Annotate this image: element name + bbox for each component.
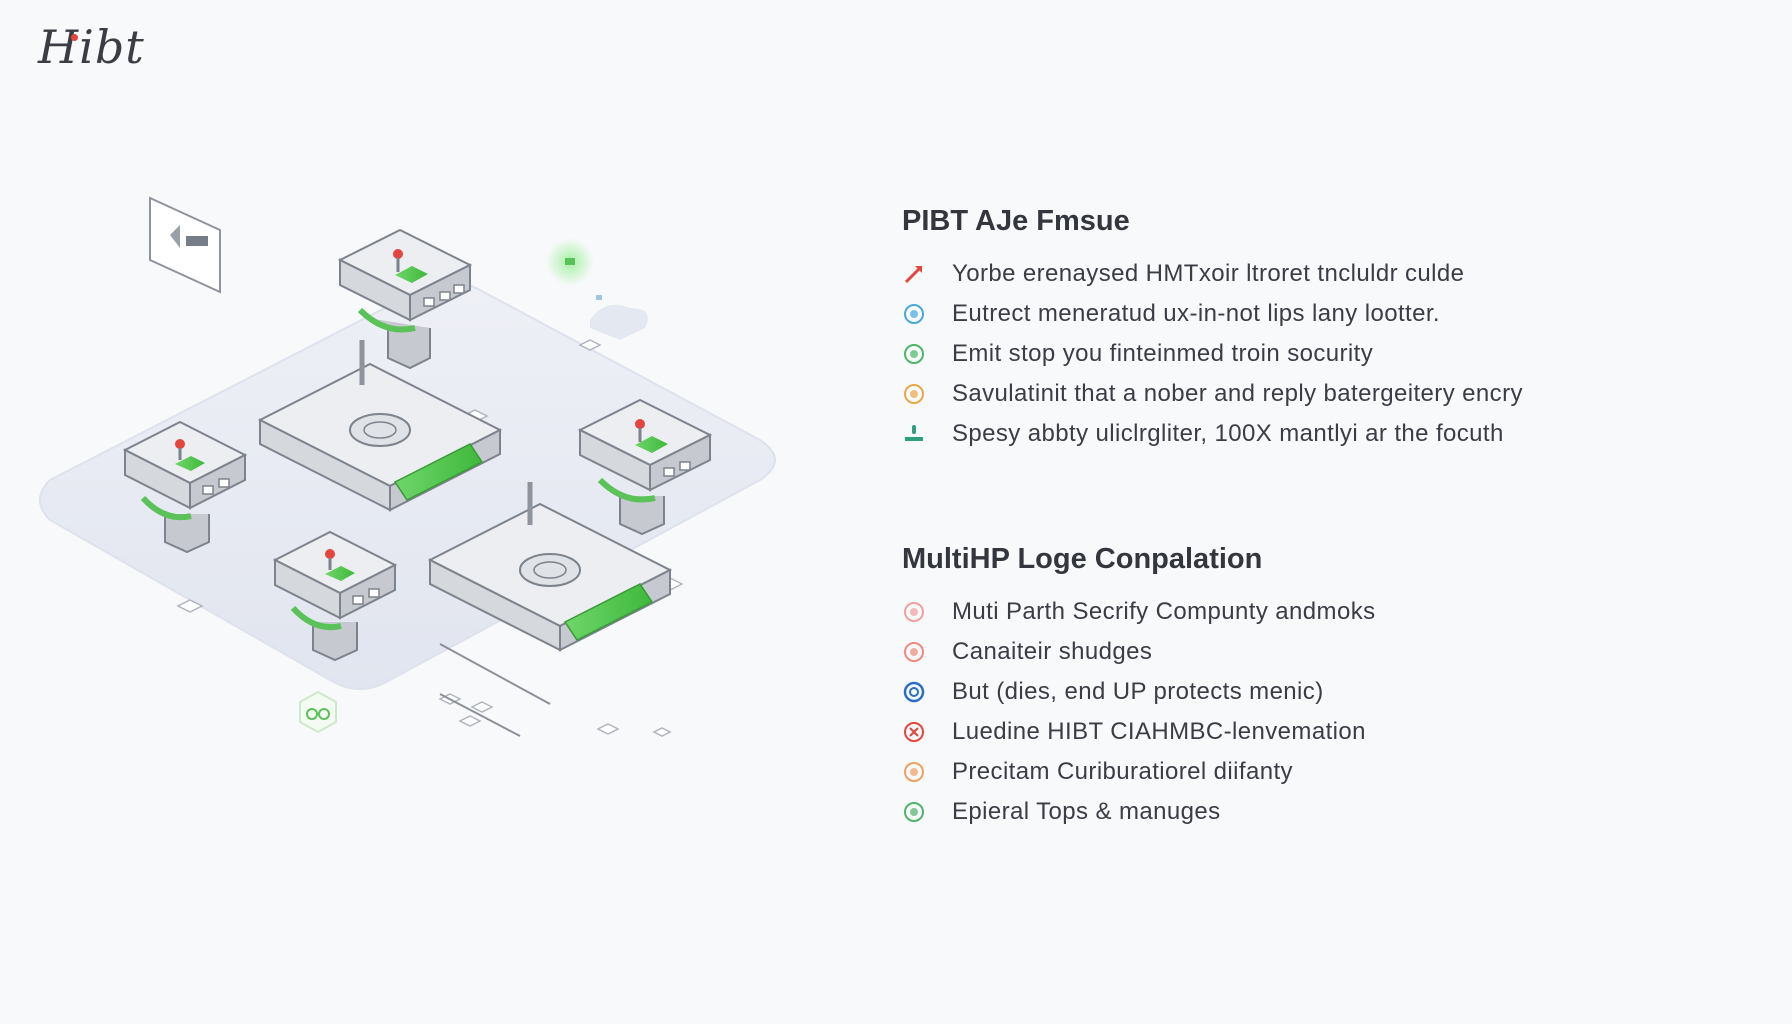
feature-section-2: MultiHP Loge Conpalation Muti Parth Secr…	[902, 543, 1722, 832]
tile	[458, 715, 482, 727]
pink-circle-icon	[902, 600, 926, 624]
glow-icon	[546, 238, 594, 286]
list-item-text: Eutrect meneratud ux-in-not lips lany lo…	[952, 300, 1440, 327]
sign-card-icon	[149, 196, 221, 294]
list-item: Canaiteir shudges	[902, 632, 1722, 672]
list-item-text: Savulatinit that a nober and reply bater…	[952, 380, 1523, 407]
section-title: PIBT AJe Fmsue	[902, 205, 1130, 237]
hub-device-center	[257, 340, 503, 512]
list-item-text: But (dies, end UP protects menic)	[952, 678, 1324, 705]
list-item-text: Luedine HIBT CIAHMBC-lenvemation	[952, 718, 1366, 745]
teal-person-icon	[902, 422, 926, 446]
list-item-text: Emit stop you finteinmed troin socurity	[952, 340, 1374, 367]
blue-swirl-icon	[902, 680, 926, 704]
list-item-text: Muti Parth Secrify Compunty andmoks	[952, 598, 1376, 625]
list-item: Epieral Tops & manuges	[902, 792, 1722, 832]
red-x-icon	[902, 720, 926, 744]
section-title: MultiHP Loge Conpalation	[902, 543, 1263, 575]
list-item: Yorbe erenaysed HMTxoir ltroret tncluldr…	[902, 254, 1722, 294]
list-item-text: Spesy abbty uliclrgliter, 100X mantlyi a…	[952, 420, 1504, 447]
tile	[652, 727, 672, 737]
green-circle-icon	[902, 342, 926, 366]
list-item: Eutrect meneratud ux-in-not lips lany lo…	[902, 294, 1722, 334]
list-item: But (dies, end UP protects menic)	[902, 672, 1722, 712]
list-item-text: Epieral Tops & manuges	[952, 798, 1221, 825]
list-item: Precitam Curiburatiorel diifanty	[902, 752, 1722, 792]
list-item-text: Canaiteir shudges	[952, 638, 1153, 665]
server-unit-left	[122, 420, 248, 554]
list-item-text: Precitam Curiburatiorel diifanty	[952, 758, 1293, 785]
list-item: Emit stop you finteinmed troin socurity	[902, 334, 1722, 374]
server-unit-right	[577, 398, 713, 536]
orange-circle-icon	[902, 382, 926, 406]
cloud-icon	[590, 304, 648, 340]
feature-section-1: PIBT AJe Fmsue Yorbe erenaysed HMTxoir l…	[902, 205, 1722, 454]
isometric-illustration	[39, 196, 776, 737]
salmon-circle-icon	[902, 640, 926, 664]
hexagon-icon	[299, 690, 337, 734]
logo-text: Hibt	[38, 20, 145, 74]
feature-list: Yorbe erenaysed HMTxoir ltroret tncluldr…	[902, 254, 1722, 454]
list-item: Luedine HIBT CIAHMBC-lenvemation	[902, 712, 1722, 752]
tile	[176, 599, 204, 613]
list-item-text: Yorbe erenaysed HMTxoir ltroret tncluldr…	[952, 260, 1465, 287]
list-item: Spesy abbty uliclrgliter, 100X mantlyi a…	[902, 414, 1722, 454]
blue-circle-icon	[902, 302, 926, 326]
list-item: Muti Parth Secrify Compunty andmoks	[902, 592, 1722, 632]
hub-device-right	[427, 482, 673, 652]
logo-dot	[71, 34, 78, 41]
tile	[578, 339, 602, 351]
tile	[596, 723, 620, 735]
green-swirl-icon	[902, 800, 926, 824]
logo: Hibt	[38, 20, 145, 74]
server-unit-top	[337, 228, 473, 370]
server-unit-bottom	[272, 530, 398, 662]
list-item: Savulatinit that a nober and reply bater…	[902, 374, 1722, 414]
red-arrow-icon	[902, 262, 926, 286]
tile	[470, 701, 494, 713]
orange-badge-icon	[902, 760, 926, 784]
